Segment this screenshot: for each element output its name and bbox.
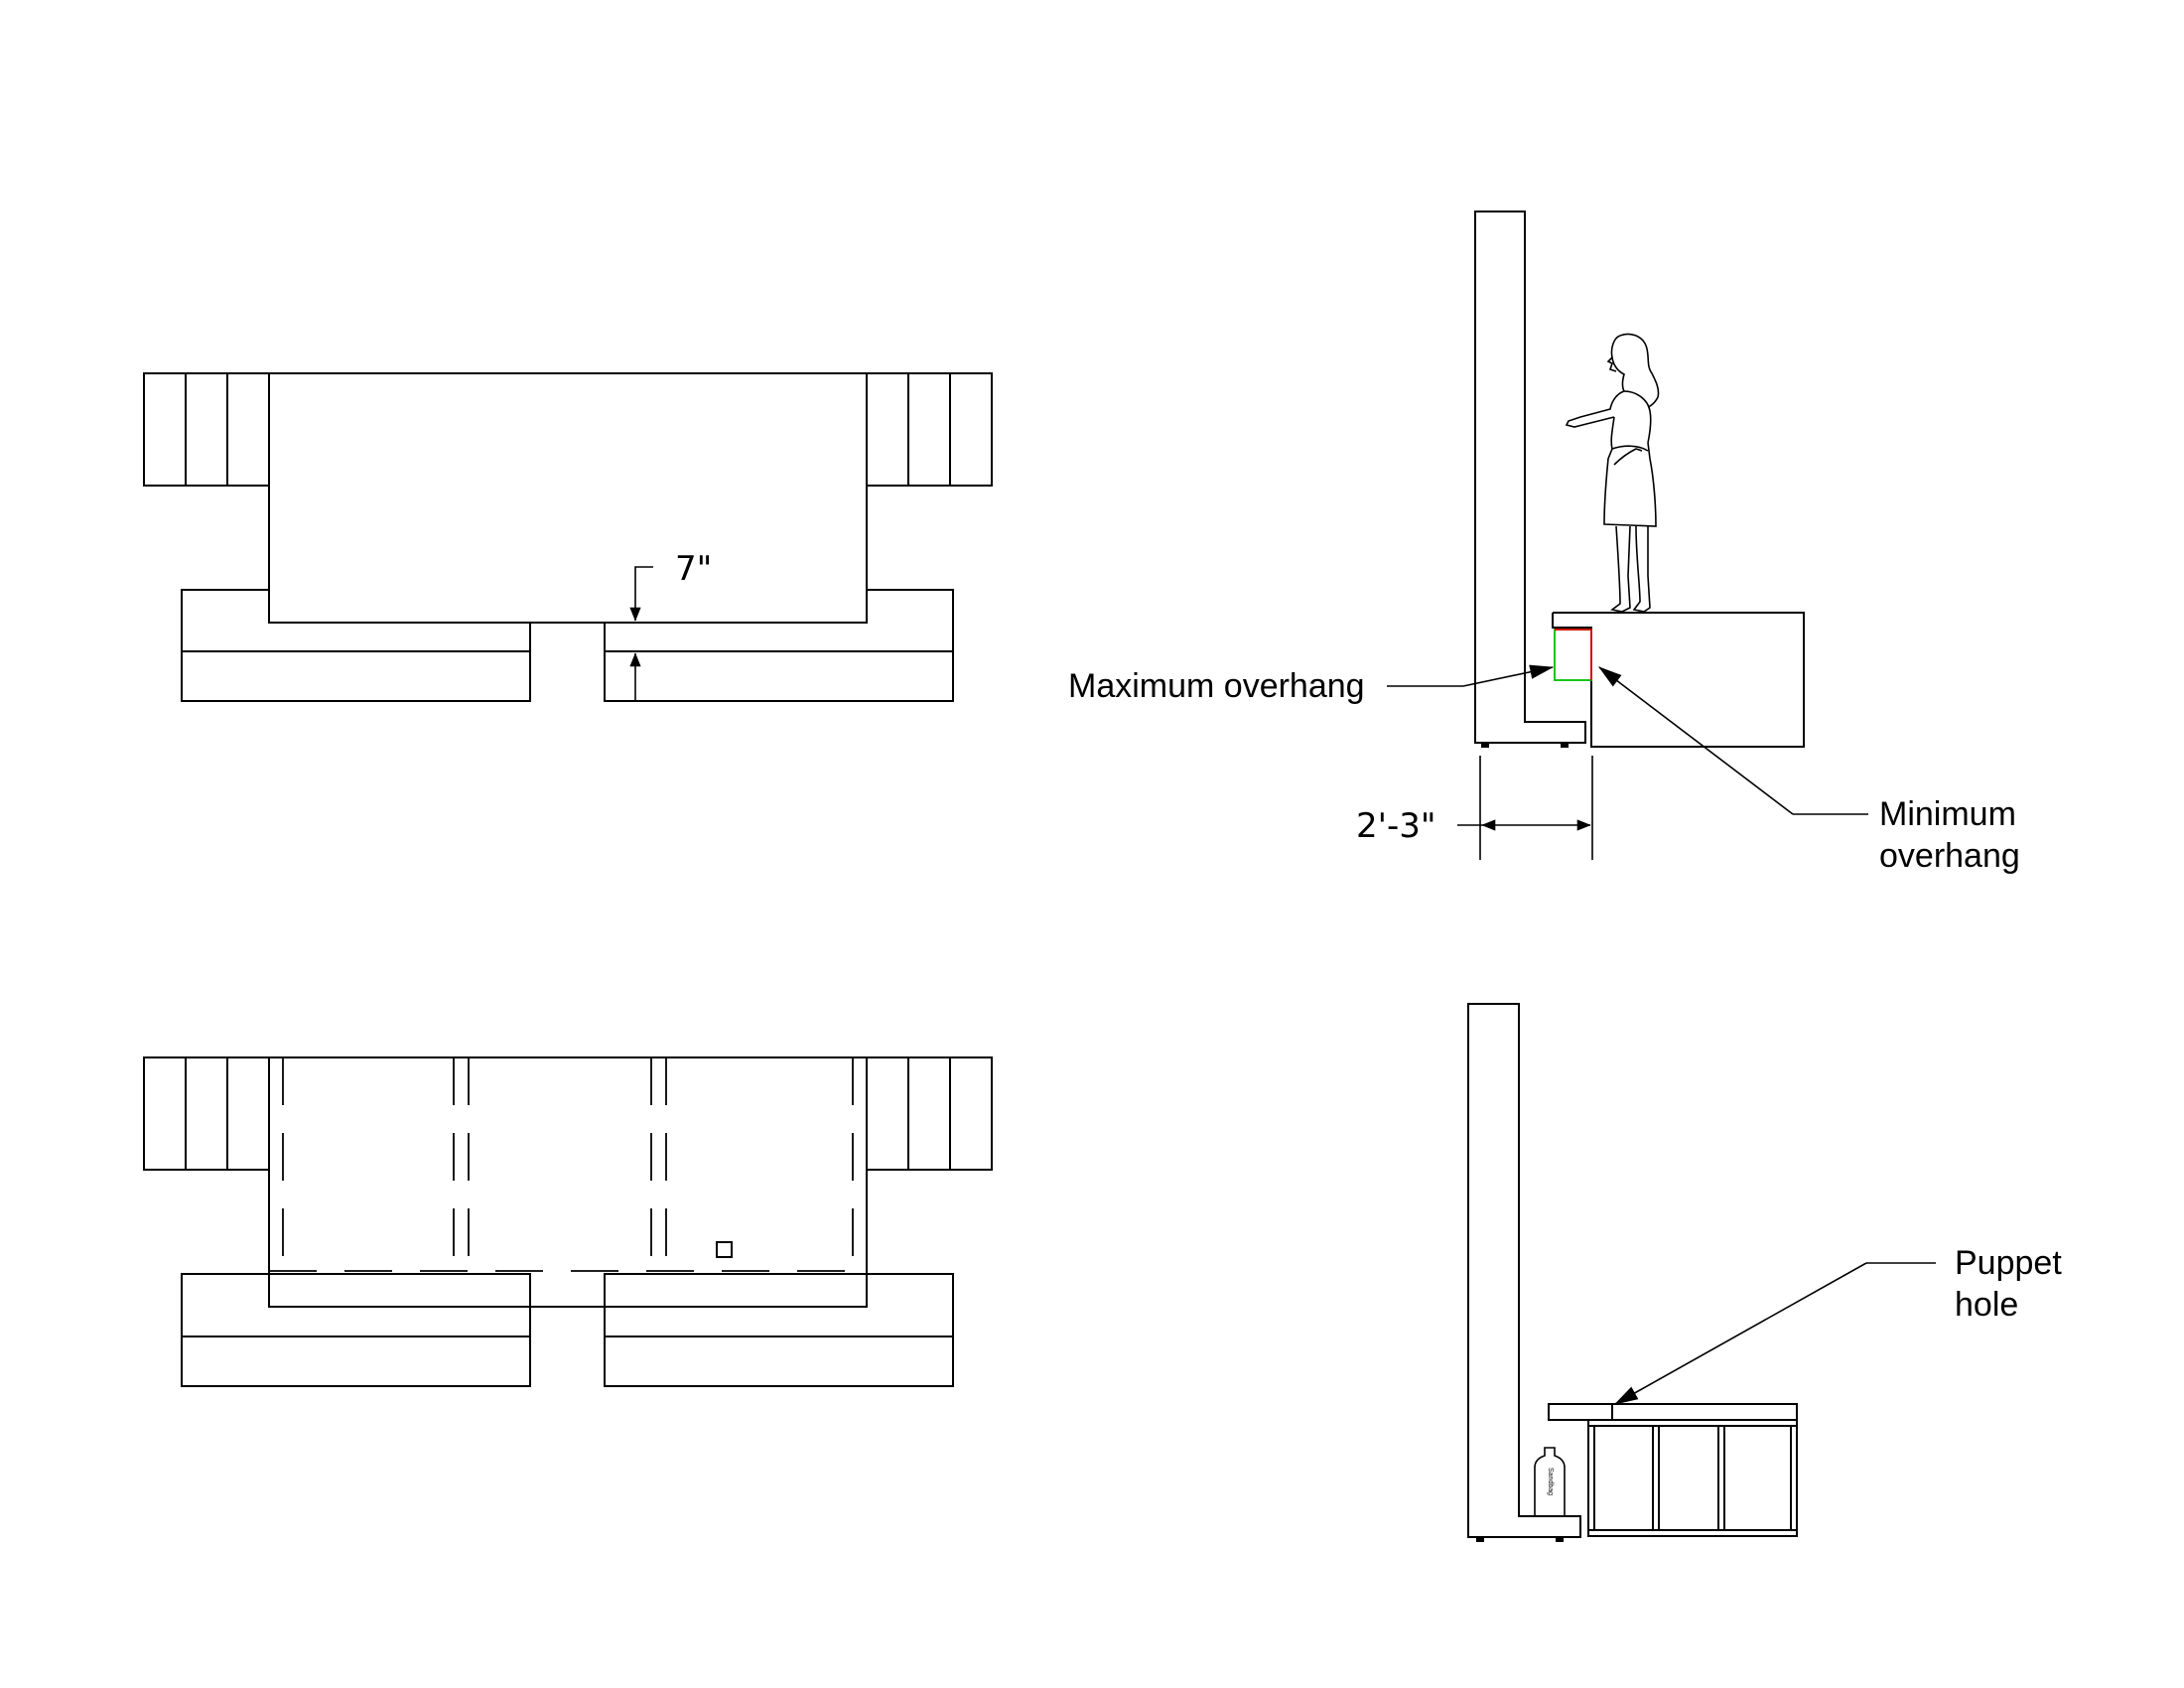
- sandbag: Sandbag: [1534, 1447, 1566, 1517]
- right-stair-top: [866, 372, 993, 487]
- max-overhang-box: [1554, 629, 1592, 681]
- main-stage-platform-bottom: [268, 1056, 868, 1308]
- puppet-hole-label-line2: hole: [1955, 1286, 2018, 1324]
- flat-wall-top: [1474, 211, 1586, 744]
- plan-view-bottom: [143, 1056, 993, 1387]
- left-stair-top: [143, 372, 270, 487]
- human-figure: [1565, 333, 1660, 613]
- audience-platform-top: [1552, 612, 1805, 748]
- flat-wall-bottom: [1467, 1003, 1581, 1538]
- hidden-frame-members: [269, 1057, 867, 1272]
- lower-left-platform-bottom: [181, 1273, 531, 1387]
- min-overhang-label-line1: Minimum: [1879, 795, 2016, 833]
- right-stair-bottom: [866, 1056, 993, 1171]
- max-overhang-label: Maximum overhang: [1068, 667, 1365, 705]
- min-overhang-box: [1555, 629, 1592, 680]
- plan-view-top: 7": [143, 372, 993, 702]
- section-view-bottom: Sandbag Puppet hole: [1467, 1003, 2062, 1542]
- puppet-hole-plan: [716, 1241, 733, 1258]
- dimension-7in: 7": [615, 549, 712, 701]
- section-view-top: Maximum overhang Minimum overhang 2'-3": [1068, 211, 2020, 875]
- min-overhang-label-line2: overhang: [1879, 837, 2020, 875]
- dim-7in-label: 7": [675, 549, 712, 589]
- dimension-2ft3in: 2'-3": [1356, 756, 1593, 860]
- puppet-hole-label-line1: Puppet: [1955, 1244, 2062, 1282]
- main-stage-platform-top: [268, 372, 868, 624]
- dim-2ft3in-label: 2'-3": [1356, 806, 1436, 846]
- sandbag-label: Sandbag: [1547, 1468, 1554, 1495]
- lower-right-platform-bottom: [604, 1273, 954, 1387]
- left-stair-bottom: [143, 1056, 270, 1171]
- puppet-stage: [1548, 1403, 1798, 1537]
